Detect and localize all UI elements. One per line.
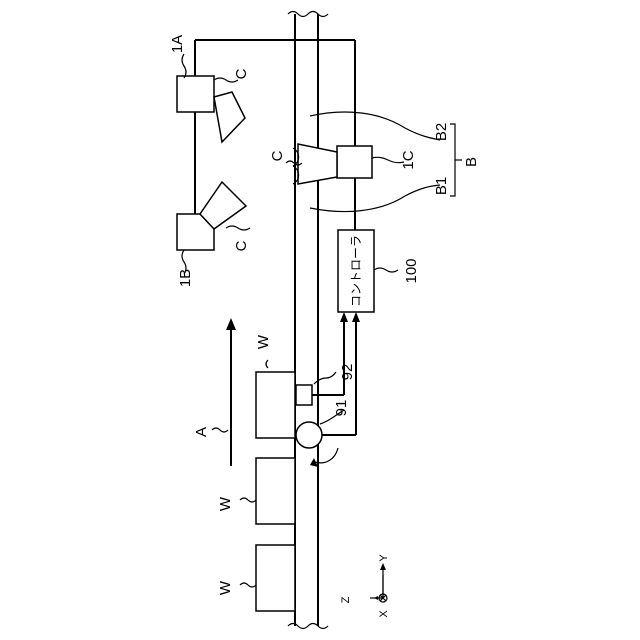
leader-w2 (240, 498, 256, 502)
label-b2: B2 (433, 123, 450, 141)
label-100: 100 (403, 258, 420, 283)
conveyor-rail (288, 12, 328, 629)
camera-bottom-shape (200, 182, 246, 229)
direction-leader (212, 428, 228, 432)
leader-camera-bottom (226, 226, 250, 230)
axis-z-label: Z (340, 596, 352, 603)
label-w3: W (217, 580, 234, 595)
label-1b: 1B (177, 269, 194, 287)
workpiece-3-box (256, 545, 295, 611)
label-camera-mid: C (269, 150, 286, 161)
unit-1a-box (177, 76, 214, 112)
arrow-92-head (340, 312, 348, 322)
leader-w3 (240, 583, 256, 587)
label-camera-bottom: C (233, 240, 250, 251)
label-camera-top: C (233, 68, 250, 79)
leader-w1 (266, 360, 268, 368)
b1-curve (310, 185, 440, 212)
label-a: A (193, 427, 210, 437)
direction-arrow-head (226, 318, 236, 330)
sensor-91-roller (296, 422, 322, 448)
label-w2: W (217, 496, 234, 511)
label-1c: 1C (400, 150, 417, 169)
leader-100 (374, 268, 398, 272)
b2-curve (310, 112, 440, 140)
axis-indicator: Z Y X (340, 554, 390, 618)
label-w1: W (255, 334, 272, 349)
axis-x-label: X (378, 610, 390, 618)
label-1a: 1A (169, 35, 186, 53)
camera-mid-shape (298, 144, 337, 184)
workpiece-1-box (256, 372, 295, 438)
camera-top-shape (214, 92, 245, 142)
bracket-b (450, 124, 462, 196)
unit-1c-box (337, 146, 372, 178)
axis-y-arrowhead (380, 563, 386, 570)
label-b1: B1 (433, 177, 450, 195)
label-b: B (463, 157, 480, 167)
label-92: 92 (339, 364, 356, 381)
leader-1a (182, 54, 186, 78)
axis-y-label: Y (378, 554, 390, 562)
sensor-92-box (296, 385, 312, 405)
workpiece-2-box (256, 458, 295, 524)
label-91: 91 (333, 400, 350, 417)
controller-label: コントローラ (349, 235, 363, 307)
arrow-91-head (352, 312, 360, 322)
